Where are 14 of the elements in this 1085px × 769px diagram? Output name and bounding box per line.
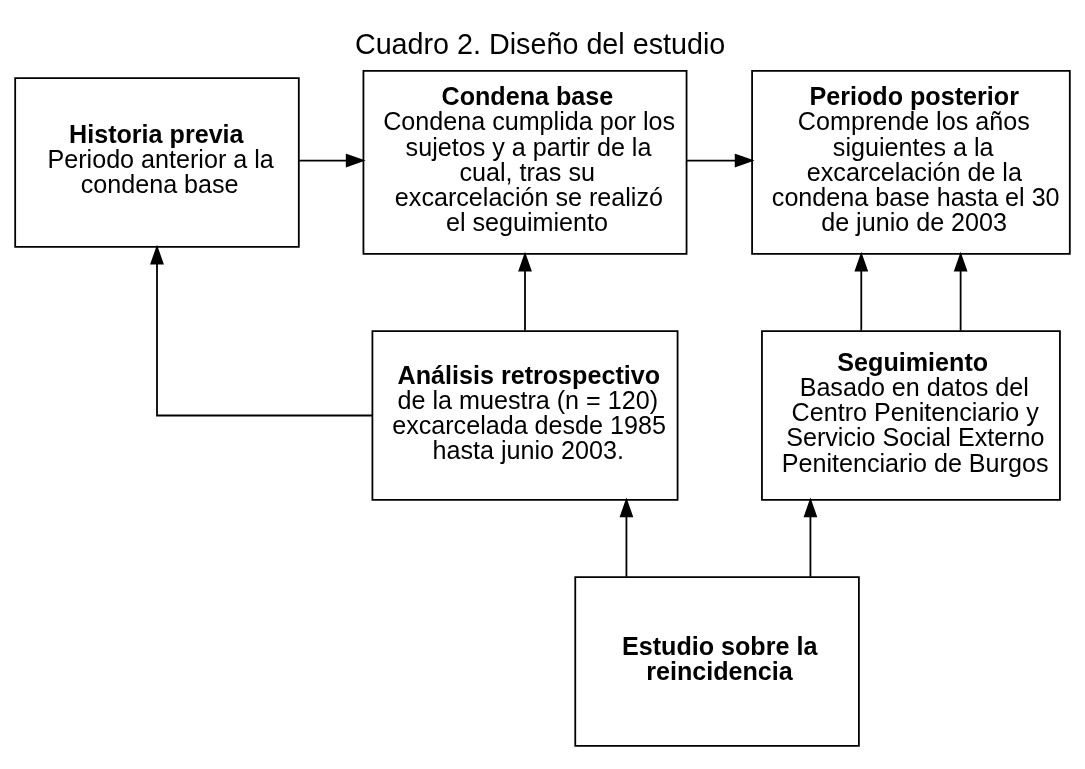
arrow — [854, 251, 869, 331]
arrow — [619, 497, 634, 578]
arrow — [518, 251, 532, 331]
node-box: Seguimiento Basado en datos del Centro Penitenciario y Servicio Social Externo Penitenciario de Burgos — [761, 329, 1061, 501]
node-box: Condena base Condena cumplida por los sujetos y a partir de la cual, tras su excarcelación se realizó el seguimiento — [362, 69, 688, 255]
arrow — [298, 153, 366, 168]
node-box: Periodo posterior Comprende los años siguientes a la excarcelación de la condena base hasta el 30 de junio de 2003 — [751, 69, 1071, 255]
node-box: Análisis retrospectivo de la muestra (n = 120) excarcelada desde 1985 hasta junio 2003. — [371, 329, 679, 501]
arrow — [150, 244, 373, 416]
arrow — [686, 153, 755, 168]
arrow — [953, 251, 968, 331]
node-box: Estudio sobre la reincidencia — [574, 575, 860, 747]
arrow — [803, 497, 818, 578]
diagram-title: Cuadro 2. Diseño del estudio — [354, 27, 726, 60]
